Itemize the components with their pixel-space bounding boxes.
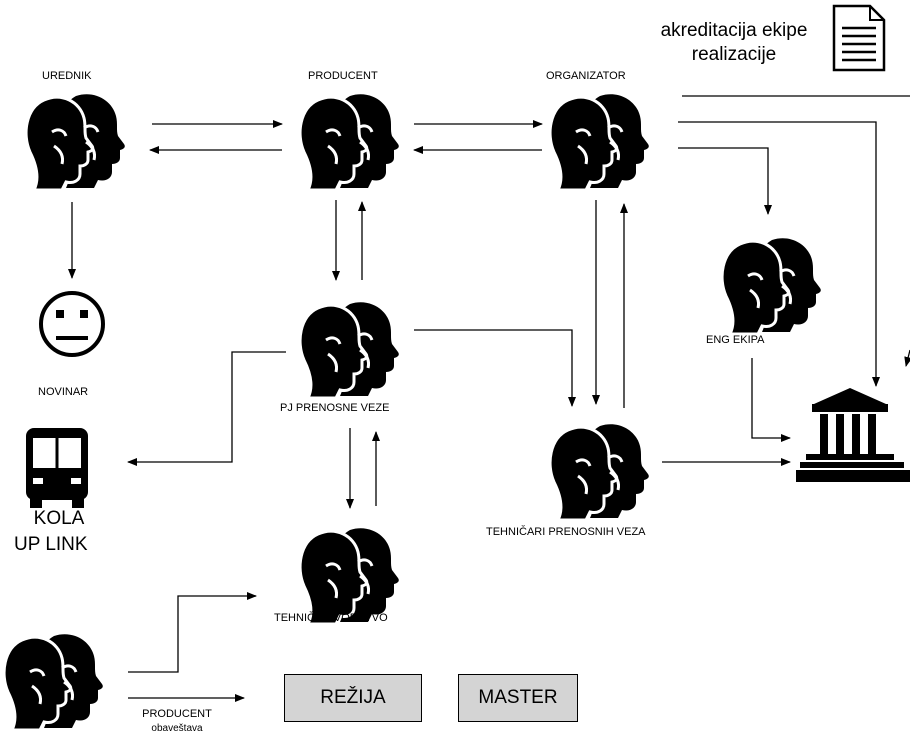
arrow-pj-to-kola [127, 351, 286, 466]
producent-obavestava-people-icon [2, 632, 105, 732]
label-kola: KOLA [33, 508, 85, 529]
label-up-link: UP LINK [14, 534, 88, 555]
document-icon [832, 4, 886, 72]
producent-people-icon [298, 92, 401, 192]
pj-prenosne-veze-people-icon [298, 300, 401, 400]
bus-icon [26, 428, 88, 508]
rezija-box: REŽIJA [284, 674, 422, 722]
label-tehnicko-vodstvo: TEHNIČKO VOĐSTVO [274, 612, 388, 624]
line-far-right-diagonal [904, 349, 910, 367]
arrow-obavestava-to-tehnicko [128, 592, 257, 673]
eng-ekipa-people-icon [720, 236, 823, 336]
label-eng-ekipa: ENG EKIPA [706, 334, 765, 346]
urednik-people-icon [24, 92, 127, 192]
organizator-people-icon [548, 92, 651, 192]
master-box: MASTER [458, 674, 578, 722]
building-icon [796, 388, 910, 482]
neutral-face-icon [39, 291, 105, 357]
label-urednik: UREDNIK [42, 70, 92, 82]
label-obavestava: obaveštava [151, 723, 203, 734]
label-organizator: ORGANIZATOR [546, 70, 626, 82]
label-producent-obavestava: PRODUCENT [142, 708, 212, 720]
arrow-organizator-to-eng [678, 147, 772, 215]
arrow-organizator-to-building [678, 121, 880, 387]
tehnicari-people-icon [548, 422, 651, 522]
tehnicko-vodstvo-people-icon [298, 526, 401, 626]
label-pj-prenosne-veze: PJ PRENOSNE VEZE [280, 402, 390, 414]
label-tehnicari: TEHNIČARI PRENOSNIH VEZA [486, 526, 646, 538]
label-realizacije: realizacije [691, 44, 777, 65]
label-novinar: NOVINAR [38, 386, 89, 398]
label-producent: PRODUCENT [308, 70, 378, 82]
arrow-pj-to-tehnicari [414, 329, 576, 407]
arrow-eng-to-building [751, 358, 791, 442]
label-akreditacija: akreditacija ekipe [660, 20, 808, 41]
